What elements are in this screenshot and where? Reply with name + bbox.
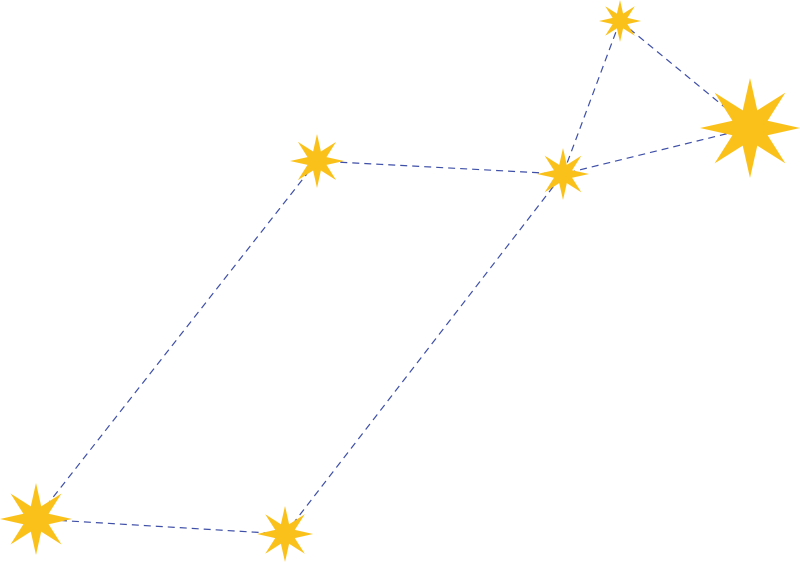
star-icon-s5 [0,483,72,555]
star-icon-s3 [537,148,589,200]
star-icon-s1 [599,0,641,42]
connection-line-s4-s5 [35,160,318,520]
connection-line-s1-s3 [562,20,621,175]
star-icon-s6 [257,506,313,562]
connection-line-s1-s2 [619,20,751,129]
connection-line-s5-s6 [35,518,286,535]
connection-line-s6-s3 [284,173,564,535]
star-icon-s2 [700,78,800,178]
connection-line-s2-s3 [562,127,751,175]
connection-line-s3-s4 [316,160,564,175]
star-icon-s4 [290,134,344,188]
connection-lines [35,20,751,535]
